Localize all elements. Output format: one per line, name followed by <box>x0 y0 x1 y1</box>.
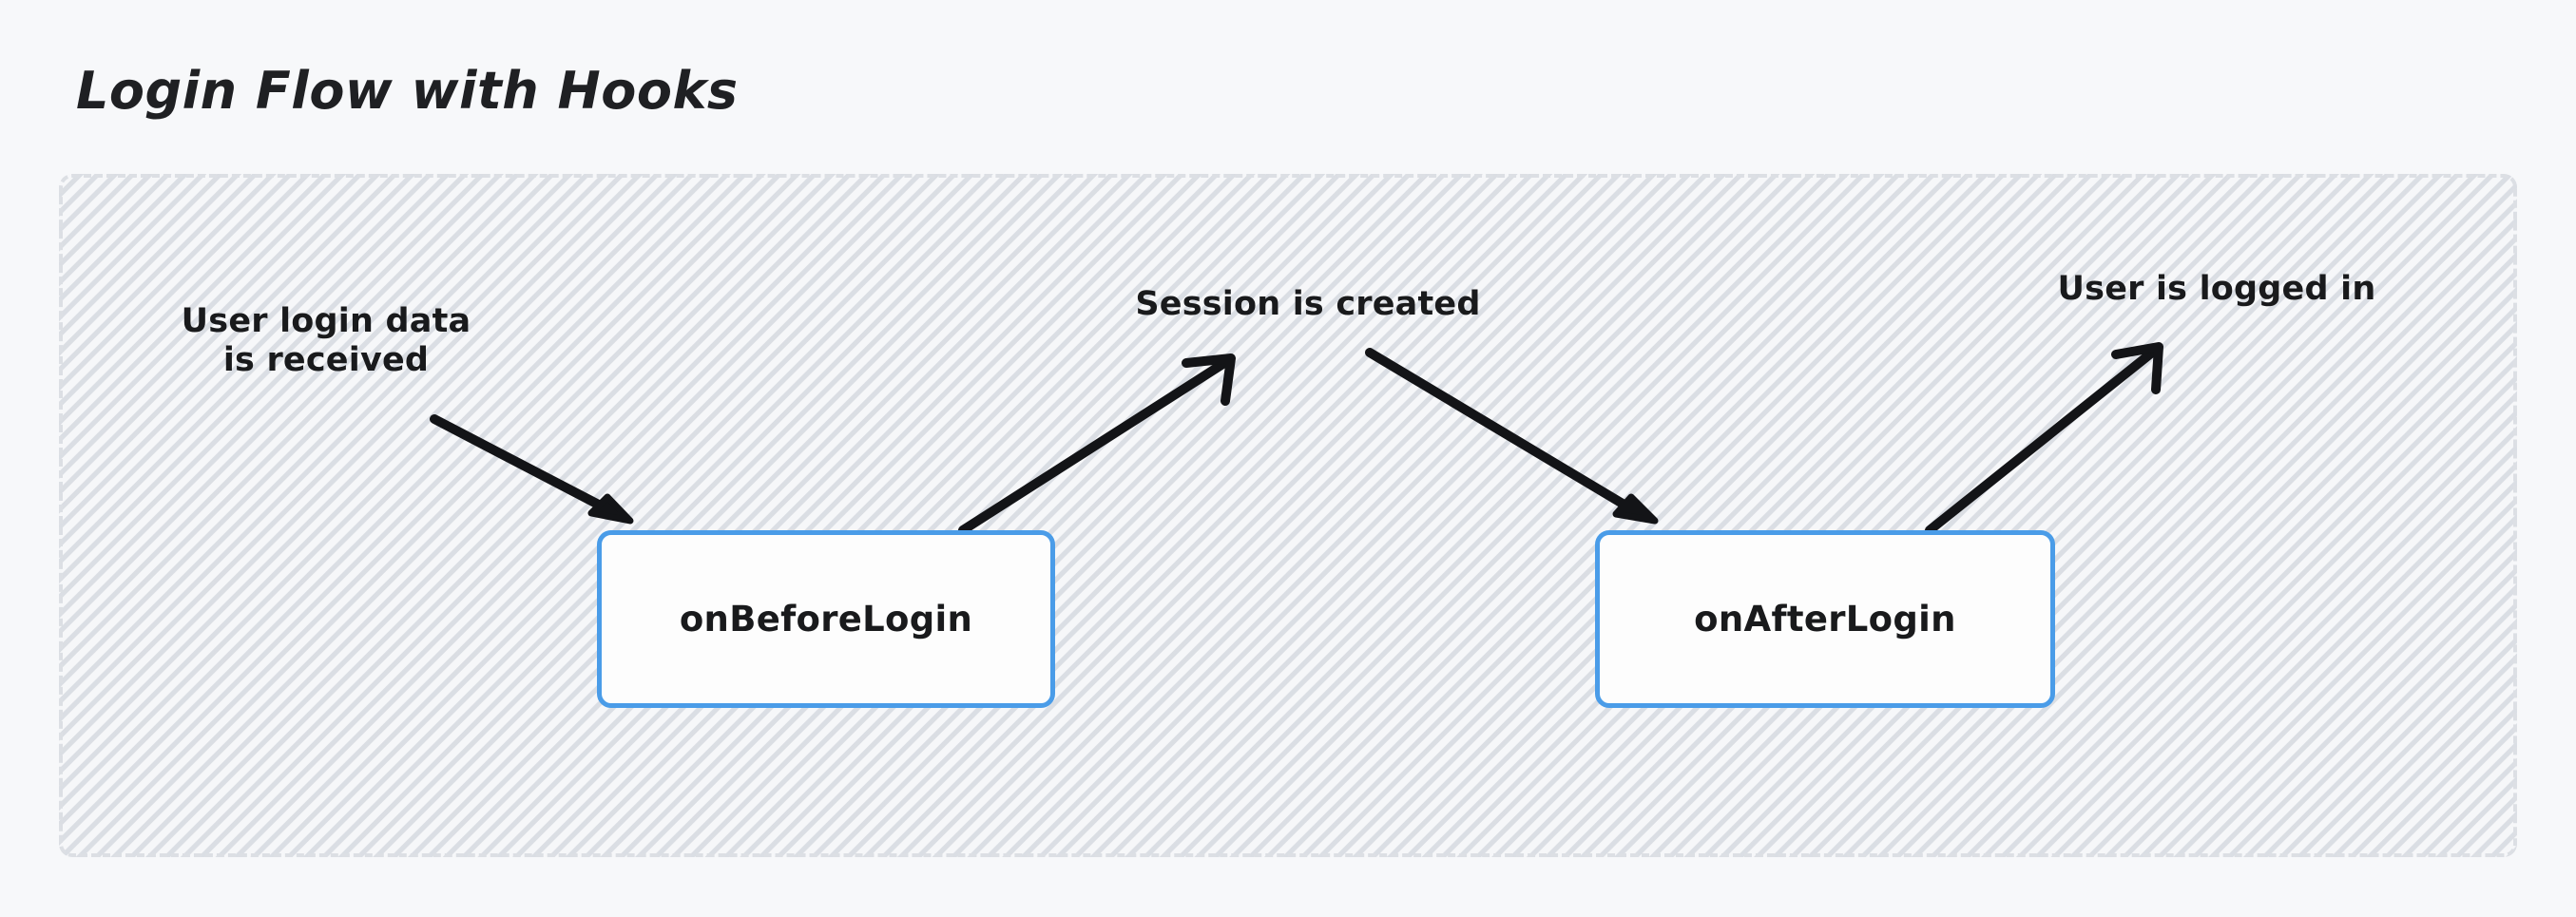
edge-label-session-created: Session is created <box>1135 285 1481 323</box>
edge-label-user-logged-in: User is logged in <box>2057 270 2376 308</box>
node-on-before-login-label: onBeforeLogin <box>679 599 973 640</box>
edge-label-user-login-data-received: User login data is received <box>181 302 471 380</box>
node-on-after-login[interactable]: onAfterLogin <box>1595 530 2055 708</box>
node-on-after-login-label: onAfterLogin <box>1694 599 1956 640</box>
page-title: Login Flow with Hooks <box>76 61 739 121</box>
node-on-before-login[interactable]: onBeforeLogin <box>597 530 1055 708</box>
